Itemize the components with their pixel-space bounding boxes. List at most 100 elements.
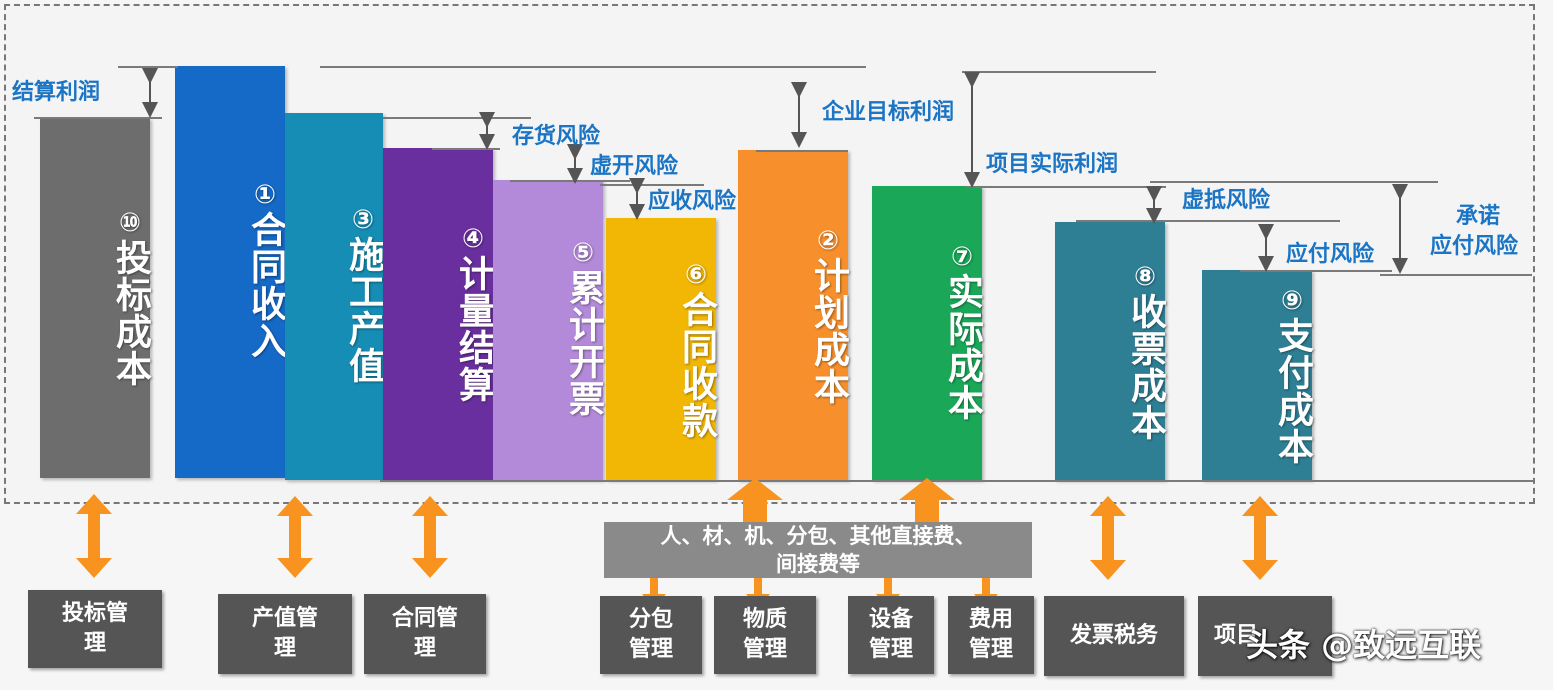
ref-line xyxy=(1380,274,1532,276)
project-box[interactable]: 项目 xyxy=(1198,596,1332,676)
bar-number: ⑤ xyxy=(568,238,598,269)
ref-line xyxy=(380,480,1533,482)
bar-text: 合同收入 xyxy=(245,211,286,359)
orange-double-arrow xyxy=(277,496,313,578)
bar-number: ① xyxy=(250,180,280,211)
bar-cumulative-invoicing: ⑤累计开票 xyxy=(493,180,604,480)
ref-line xyxy=(1240,270,1392,272)
watermark: 头条 @致远互联 xyxy=(1246,626,1482,664)
box-line: 理 xyxy=(83,631,106,656)
bar-label: ⑩投标成本 xyxy=(40,208,151,387)
box-line: 发票税务 xyxy=(1069,623,1158,648)
bar-number: ④ xyxy=(458,224,488,255)
box-line: 产值管 xyxy=(251,606,318,631)
bar-text: 计量结算 xyxy=(453,255,494,403)
bar-invoice-cost: ⑧收票成本 xyxy=(1055,222,1166,480)
bar-text: 支付成本 xyxy=(1272,317,1313,465)
box-line: 分包 xyxy=(628,607,673,632)
ref-line xyxy=(383,117,531,119)
bar-measurement-settlement: ④计量结算 xyxy=(383,148,494,480)
bar-text: 计划成本 xyxy=(808,257,849,405)
bar-text: 合同收款 xyxy=(676,291,717,439)
ref-line xyxy=(34,117,162,119)
box-line: 合同管 xyxy=(391,606,458,631)
bar-bid-cost: ⑩投标成本 xyxy=(40,118,151,478)
box-line: 项目 xyxy=(1214,623,1259,648)
bar-number: ⑧ xyxy=(1130,262,1160,293)
bar-planned-cost: ②计划成本 xyxy=(738,150,849,480)
orange-double-arrow xyxy=(1242,496,1278,580)
bar-number: ⑥ xyxy=(681,260,711,291)
box-line: 管理 xyxy=(868,637,913,662)
bar-text: 收票成本 xyxy=(1125,293,1166,441)
bar-contract-income: ①合同收入 xyxy=(175,66,286,478)
label-receivable-risk: 应收风险 xyxy=(648,189,737,214)
ref-line xyxy=(756,150,848,152)
orange-double-arrow xyxy=(412,496,448,578)
bar-text: 施工产值 xyxy=(343,236,384,384)
box-line: 设备 xyxy=(868,607,913,632)
bar-construction-output: ③施工产值 xyxy=(285,113,384,480)
label-committed-line2: 应付风险 xyxy=(1430,234,1519,259)
orange-double-arrow xyxy=(76,494,112,578)
bar-text: 累计开票 xyxy=(563,269,604,417)
bar-label: ⑨支付成本 xyxy=(1202,286,1313,465)
bar-label: ⑥合同收款 xyxy=(606,260,717,439)
ref-line xyxy=(966,186,1166,188)
bar-contract-collection: ⑥合同收款 xyxy=(606,218,717,480)
subcontract-management-box[interactable]: 分包管理 xyxy=(600,596,702,674)
contract-management-box[interactable]: 合同管理 xyxy=(364,594,486,674)
bar-label: ⑦实际成本 xyxy=(872,242,983,421)
label-inventory-risk: 存货风险 xyxy=(512,124,601,149)
bid-management-box[interactable]: 投标管理 xyxy=(28,590,162,668)
bar-label: ⑤累计开票 xyxy=(493,238,604,417)
label-payable-risk: 应付风险 xyxy=(1286,242,1375,267)
bar-actual-cost: ⑦实际成本 xyxy=(872,186,983,480)
bar-number: ⑩ xyxy=(115,208,145,239)
cost-items-box: 人、材、机、分包、其他直接费、 间接费等 xyxy=(604,522,1032,578)
box-line: 投标管 xyxy=(61,601,128,626)
box-line: 管理 xyxy=(628,637,673,662)
ref-line xyxy=(962,71,1156,73)
label-actual-profit: 项目实际利润 xyxy=(986,152,1119,177)
bar-label: ④计量结算 xyxy=(383,224,494,403)
ref-line xyxy=(432,148,500,150)
bar-number: ③ xyxy=(348,205,378,236)
bar-payment-cost: ⑨支付成本 xyxy=(1202,270,1313,480)
label-settlement-profit: 结算利润 xyxy=(12,80,101,105)
bar-number: ⑦ xyxy=(947,242,977,273)
orange-up-arrow xyxy=(899,478,955,524)
equipment-management-box[interactable]: 设备管理 xyxy=(848,596,934,674)
orange-double-arrow xyxy=(1090,496,1126,580)
cost-items-line2: 间接费等 xyxy=(776,552,860,576)
box-line: 理 xyxy=(413,636,436,661)
invoice-tax-box[interactable]: 发票税务 xyxy=(1044,596,1184,676)
bar-text: 实际成本 xyxy=(942,273,983,421)
bar-label: ⑧收票成本 xyxy=(1055,262,1166,441)
ref-line xyxy=(320,66,866,68)
label-target-profit: 企业目标利润 xyxy=(822,100,955,125)
bar-number: ⑨ xyxy=(1277,286,1307,317)
label-false-deduction-risk: 虚抵风险 xyxy=(1182,188,1271,213)
bar-label: ①合同收入 xyxy=(175,180,286,359)
box-line: 管理 xyxy=(742,637,787,662)
material-management-box[interactable]: 物质管理 xyxy=(714,596,816,674)
label-committed-line1: 承诺 xyxy=(1456,204,1501,229)
ref-line xyxy=(600,184,704,186)
box-line: 管理 xyxy=(968,637,1013,662)
expense-management-box[interactable]: 费用管理 xyxy=(948,596,1034,674)
bar-text: 投标成本 xyxy=(110,239,151,387)
box-line: 物质 xyxy=(742,607,787,632)
label-false-invoice-risk: 虚开风险 xyxy=(590,154,679,179)
output-management-box[interactable]: 产值管理 xyxy=(218,594,352,674)
bar-label: ③施工产值 xyxy=(285,205,384,384)
ref-line xyxy=(118,66,178,68)
ref-line xyxy=(1076,220,1340,222)
cost-items-line1: 人、材、机、分包、其他直接费、 xyxy=(660,524,976,548)
orange-up-arrow xyxy=(727,478,783,524)
ref-line xyxy=(1150,181,1438,183)
bar-label: ②计划成本 xyxy=(738,226,849,405)
